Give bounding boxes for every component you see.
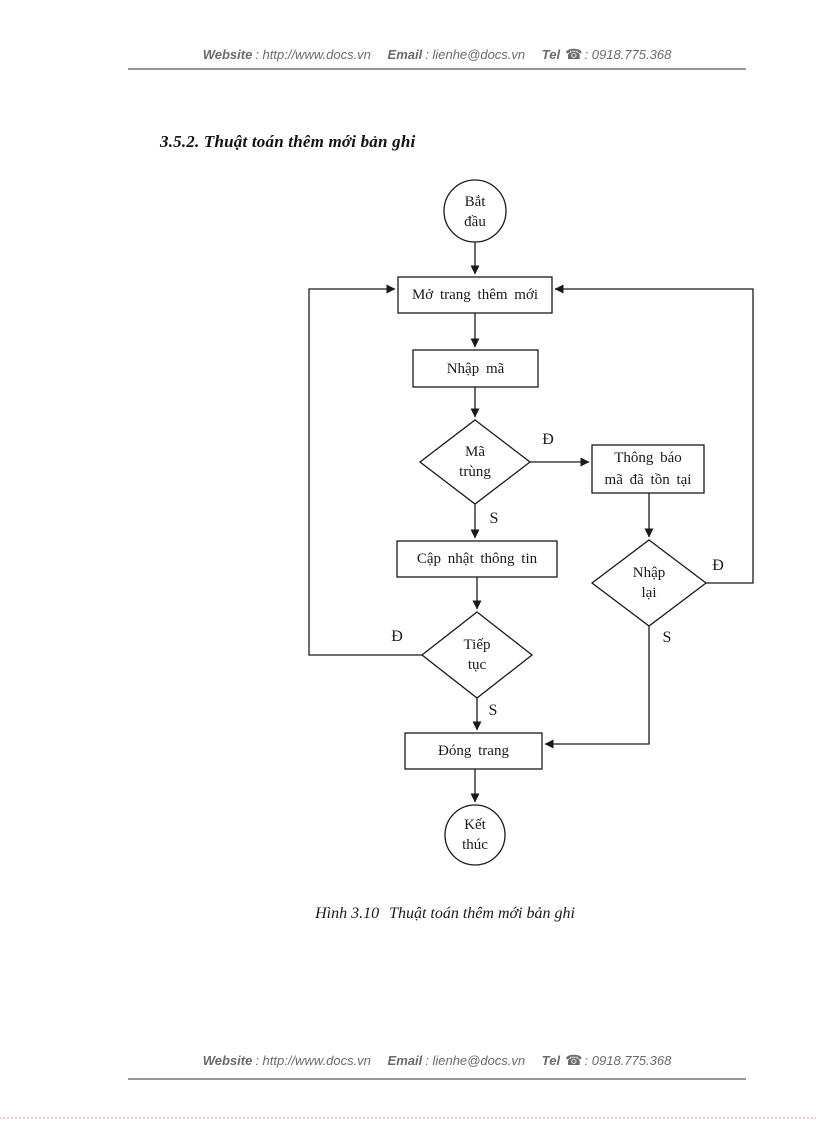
bottom-dotted-rule: [0, 1117, 816, 1119]
continue-node-label: Tiếp tục: [463, 637, 491, 673]
section-heading: 3.5.2. Thuật toán thêm mới bản ghi: [160, 132, 416, 151]
figure-caption: Hình 3.10 Thuật toán thêm mới bản ghi: [120, 905, 770, 923]
edge-continue-yes-to-open: [308, 284, 422, 656]
duplicate-code-node-label: Mã trùng: [459, 444, 491, 480]
page-header: Website: http://www.docs.vn Email: lienh…: [128, 46, 746, 70]
email-value: : lienhe@docs.vn: [425, 47, 526, 62]
close-page-node-label: Đóng trang: [438, 743, 509, 759]
figure-caption-text: Thuật toán thêm mới bản ghi: [389, 905, 575, 922]
website-label: Website: [202, 47, 253, 62]
figure-caption-number: Hình 3.10: [315, 905, 380, 922]
phone-icon: ☎: [565, 1052, 583, 1068]
website-label: Website: [202, 1053, 253, 1068]
enter-code-node-label: Nhập mã: [446, 360, 505, 377]
retry-node-label: Nhập lại: [632, 565, 666, 601]
email-label: Email: [387, 1053, 423, 1068]
edge-retry-no-to-close: [544, 626, 650, 749]
duplicate-no-label: S: [489, 510, 499, 527]
tel-value: : 0918.775.368: [584, 1053, 672, 1068]
retry-yes-label: Đ: [712, 557, 724, 574]
phone-icon: ☎: [565, 46, 583, 62]
tel-value: : 0918.775.368: [584, 47, 672, 62]
website-value: : http://www.docs.vn: [255, 47, 371, 62]
update-info-node-label: Cập nhật thông tin: [416, 551, 538, 567]
website-value: : http://www.docs.vn: [255, 1053, 371, 1068]
continue-yes-label: Đ: [391, 628, 403, 645]
tel-label: Tel: [541, 1053, 561, 1068]
email-label: Email: [387, 47, 423, 62]
email-value: : lienhe@docs.vn: [425, 1053, 526, 1068]
duplicate-yes-label: Đ: [542, 431, 554, 448]
start-node-label: Bắt đầu: [464, 194, 486, 230]
notify-exists-node-label: Thông báo mã đã tồn tại: [604, 450, 692, 488]
page-footer: Website: http://www.docs.vn Email: lienh…: [128, 1052, 746, 1080]
open-page-node-label: Mở trang thêm mới: [411, 287, 539, 303]
end-node-label: Kết thúc: [462, 817, 488, 853]
edge-retry-yes-to-open: [554, 284, 754, 584]
tel-label: Tel: [541, 47, 561, 62]
continue-no-label: S: [488, 702, 498, 719]
retry-no-label: S: [662, 629, 672, 646]
